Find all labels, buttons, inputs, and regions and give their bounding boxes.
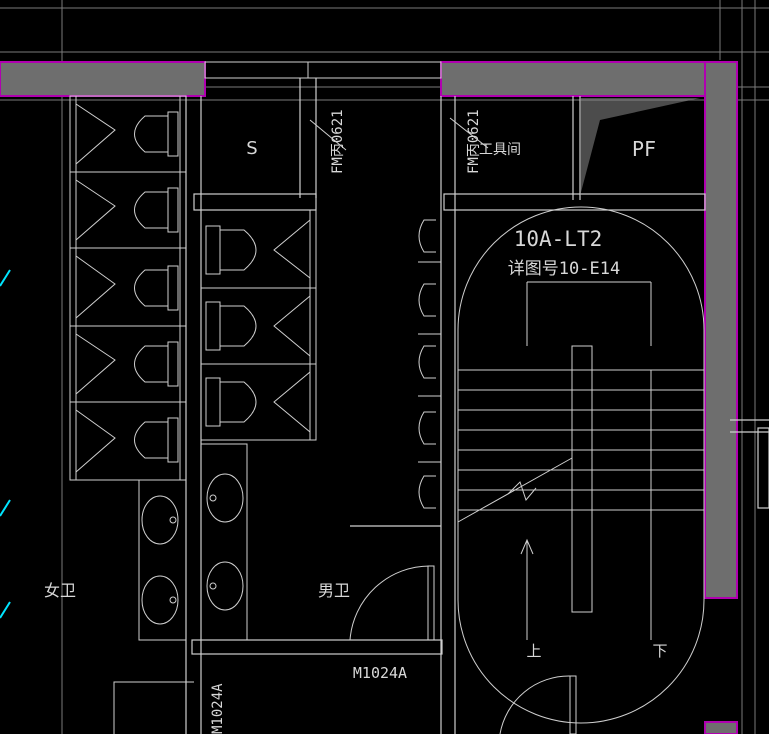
interior-walls — [185, 78, 769, 734]
door-main-label: M1024A — [353, 664, 407, 682]
stair-id-label: 10A-LT2 — [514, 227, 603, 251]
pf-label: PF — [632, 137, 656, 161]
doors — [113, 117, 577, 734]
exterior-walls — [0, 61, 738, 734]
shaft-s-label: S — [246, 138, 257, 159]
stair-up-label: 上 — [526, 642, 541, 660]
stair-detail-label: 详图号10-E14 — [508, 259, 620, 279]
male-stall-block — [200, 209, 317, 441]
door-fm-right-label: FM丙0621 — [466, 109, 482, 174]
female-basin-counter — [138, 479, 187, 641]
female-stall-block — [69, 95, 187, 481]
tool-room-label: 工具间 — [479, 142, 521, 158]
door-bottom-left-label: M1024A — [210, 683, 226, 734]
cyan-markers — [0, 269, 11, 619]
door-fm-left-label: FM丙0621 — [330, 109, 346, 174]
male-wc-label: 男卫 — [318, 581, 350, 600]
urinal-row — [418, 219, 441, 509]
wall-right — [704, 61, 738, 599]
wall-top-left — [0, 61, 206, 97]
stair — [457, 206, 705, 724]
wall-top-right — [440, 61, 738, 97]
male-basin-counter — [200, 443, 248, 641]
stair-down-label: 下 — [652, 642, 667, 660]
shaft-hatch — [580, 98, 700, 196]
wall-right-stub — [704, 721, 738, 734]
female-wc-label: 女卫 — [44, 581, 76, 600]
